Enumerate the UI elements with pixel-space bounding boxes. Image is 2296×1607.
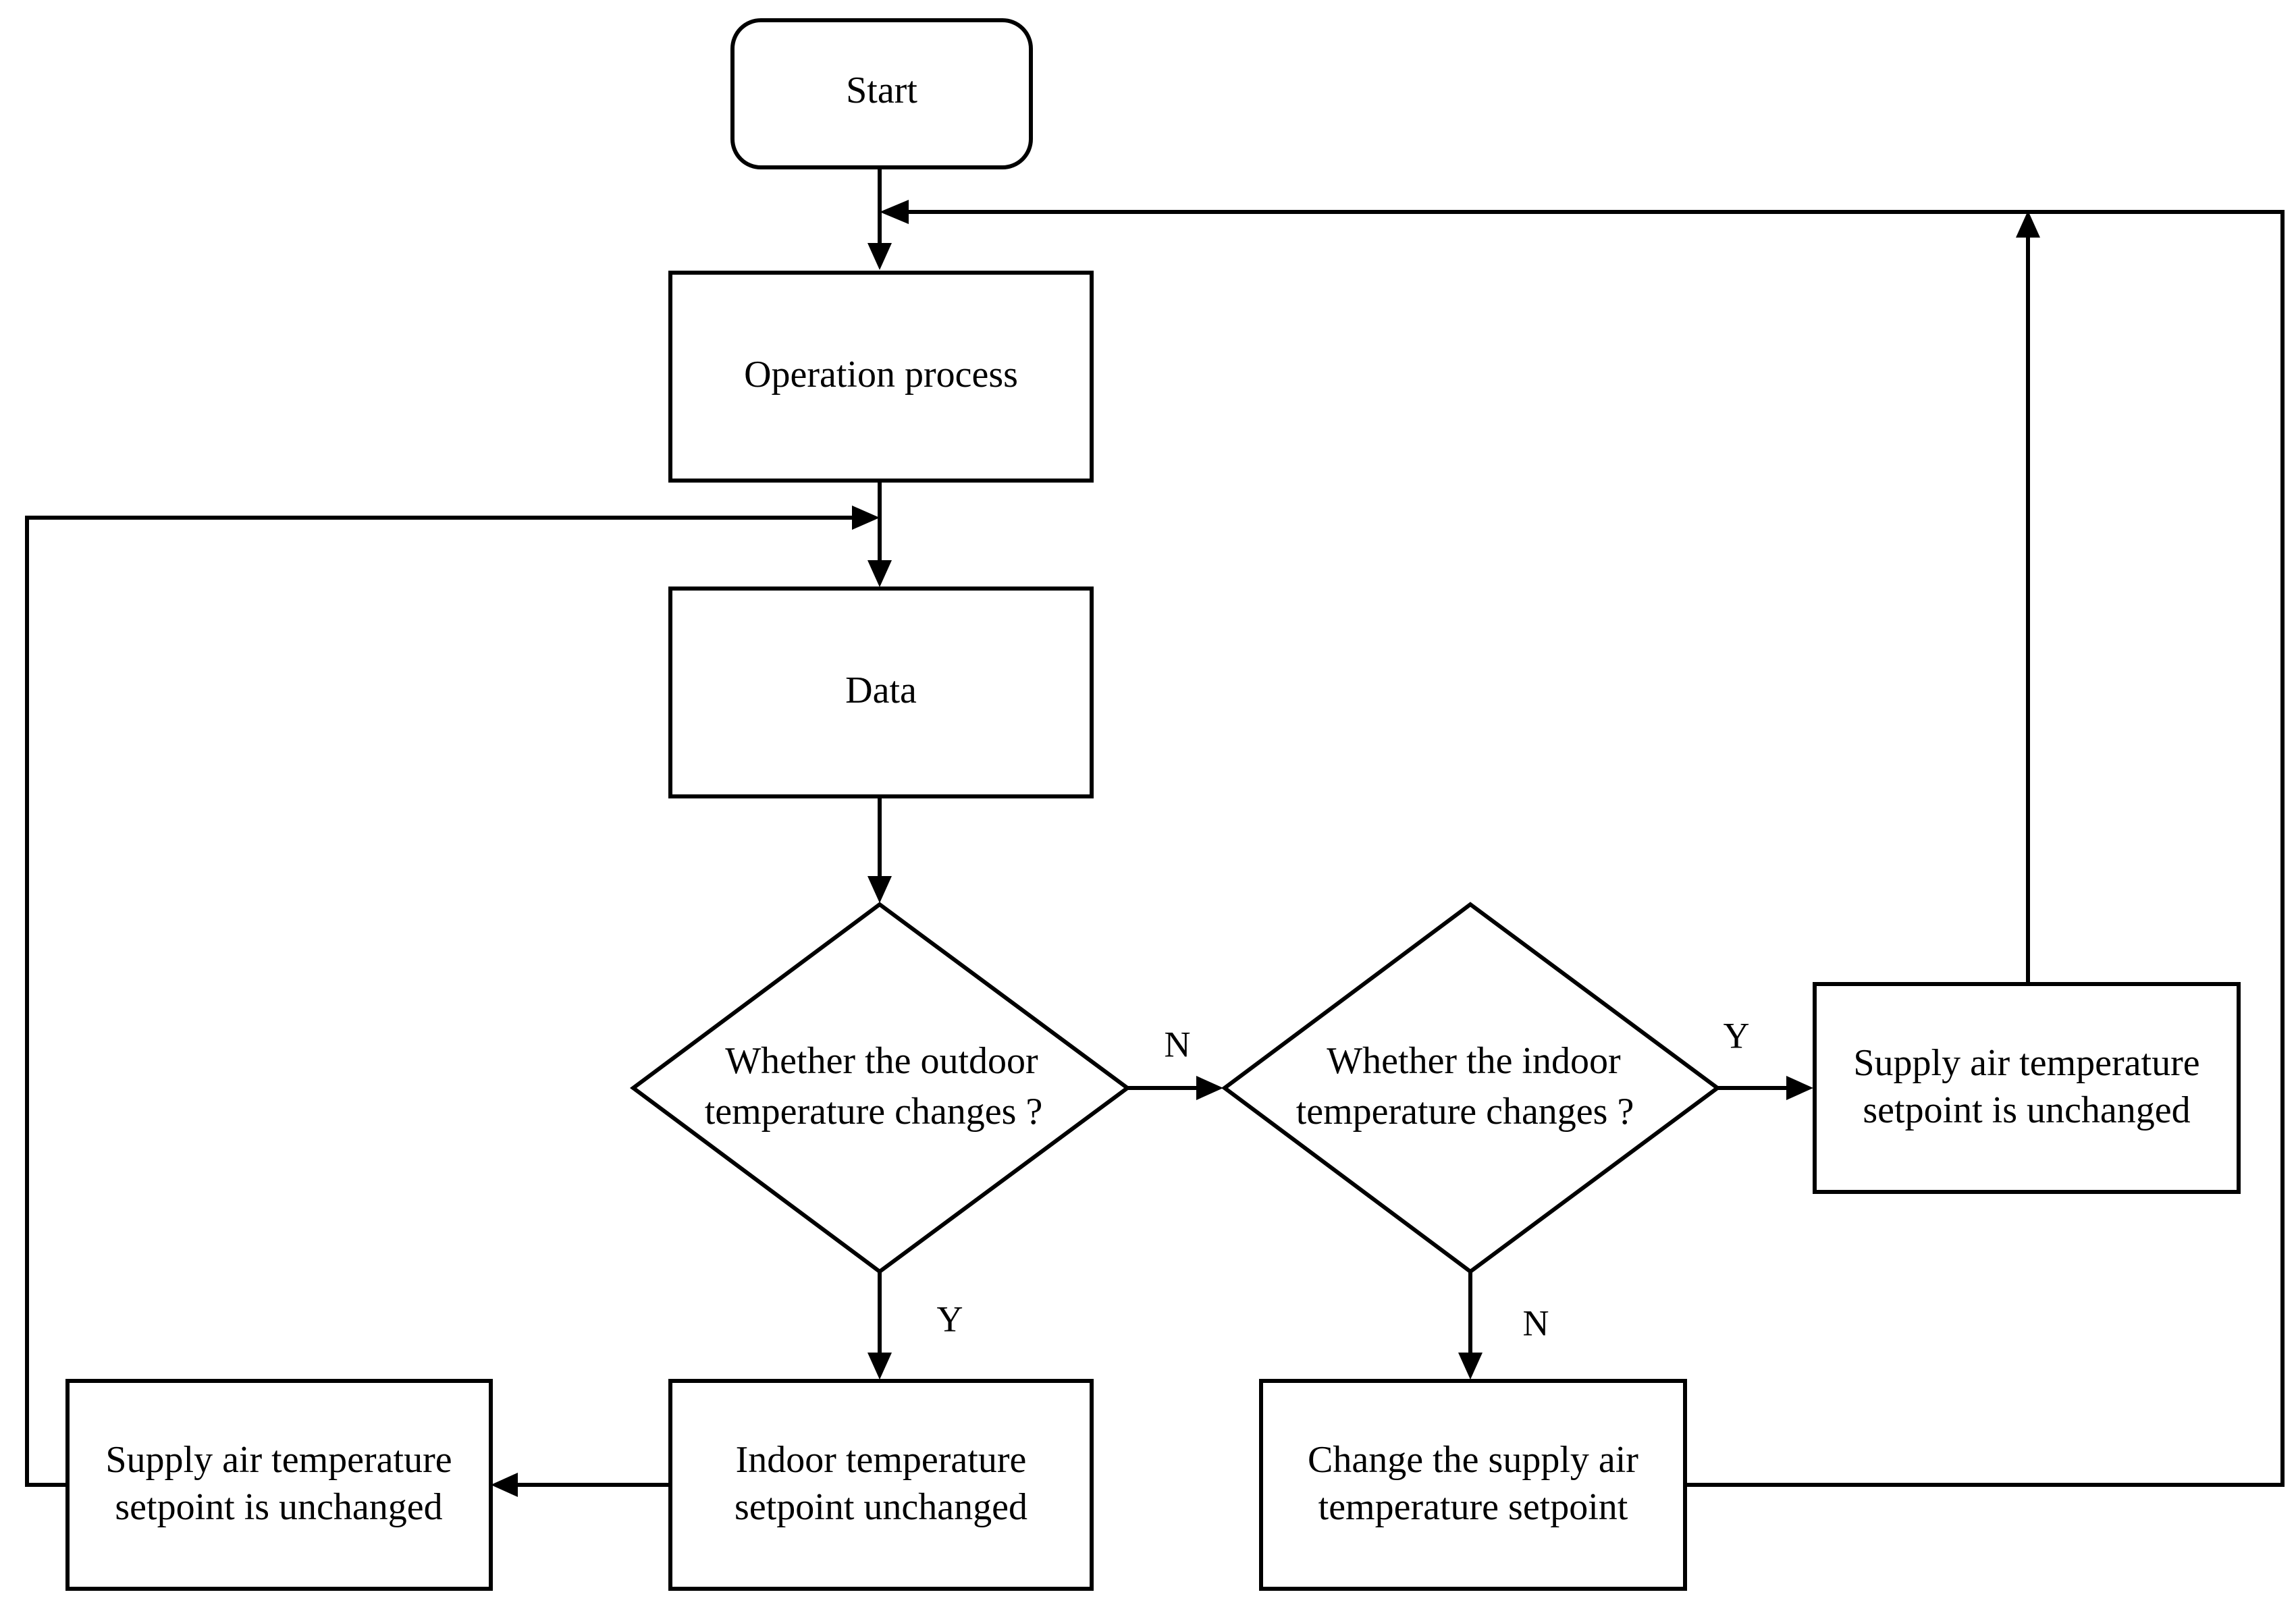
arrowhead-indoor-decision-in	[1196, 1076, 1223, 1100]
edge-label-indoor-no: N	[1523, 1303, 1549, 1343]
arrowhead-loop-right-up	[2016, 211, 2040, 238]
change-supply-line2: temperature setpoint	[1318, 1486, 1628, 1528]
indoor-decision-line2: temperature changes ?	[1296, 1091, 1634, 1133]
supply-unchanged-right-box	[1813, 982, 2241, 1194]
arrowhead-loop-right-in	[880, 200, 909, 224]
indoor-setpoint-line1: Indoor temperature	[736, 1439, 1027, 1481]
start-label: Start	[846, 70, 917, 111]
indoor-setpoint-unchanged-box	[668, 1379, 1094, 1591]
supply-right-line1: Supply air temperature	[1853, 1042, 2199, 1084]
arrowhead-data-in	[867, 560, 892, 587]
change-supply-line1: Change the supply air	[1308, 1439, 1638, 1481]
indoor-temperature-decision	[1221, 902, 1721, 1274]
arrowhead-outdoor-in	[867, 876, 892, 903]
edge-change-supply-loop	[909, 210, 2285, 1487]
data-label: Data	[845, 670, 917, 711]
edge-label-outdoor-yes: Y	[937, 1299, 963, 1339]
outdoor-decision-line1: Whether the outdoor	[725, 1040, 1038, 1082]
operation-process-box	[668, 271, 1094, 483]
change-supply-setpoint-box	[1259, 1379, 1687, 1591]
outdoor-decision-line2: temperature changes ?	[705, 1091, 1043, 1133]
supply-left-line1: Supply air temperature	[105, 1439, 452, 1481]
edge-label-indoor-yes: Y	[1724, 1015, 1750, 1056]
indoor-setpoint-line2: setpoint unchanged	[735, 1486, 1027, 1528]
supply-right-line2: setpoint is unchanged	[1863, 1089, 2190, 1131]
start-terminal	[730, 18, 1033, 169]
arrowhead-operation-in	[867, 243, 892, 270]
edge-supply-left-loop	[25, 516, 852, 1487]
arrowhead-supply-right-in	[1786, 1076, 1813, 1100]
indoor-decision-line1: Whether the indoor	[1327, 1040, 1621, 1082]
arrowhead-loop-left-in	[852, 506, 880, 530]
data-box	[668, 587, 1094, 798]
arrowhead-change-supply-in	[1458, 1353, 1483, 1380]
arrowhead-indoor-setpoint-in	[867, 1353, 892, 1380]
supply-left-line2: setpoint is unchanged	[115, 1486, 442, 1528]
arrowhead-supply-left-in	[491, 1473, 518, 1497]
operation-process-label: Operation process	[744, 354, 1018, 396]
supply-unchanged-left-box	[65, 1379, 493, 1591]
edge-label-outdoor-no: N	[1165, 1024, 1191, 1064]
outdoor-temperature-decision	[629, 902, 1131, 1274]
